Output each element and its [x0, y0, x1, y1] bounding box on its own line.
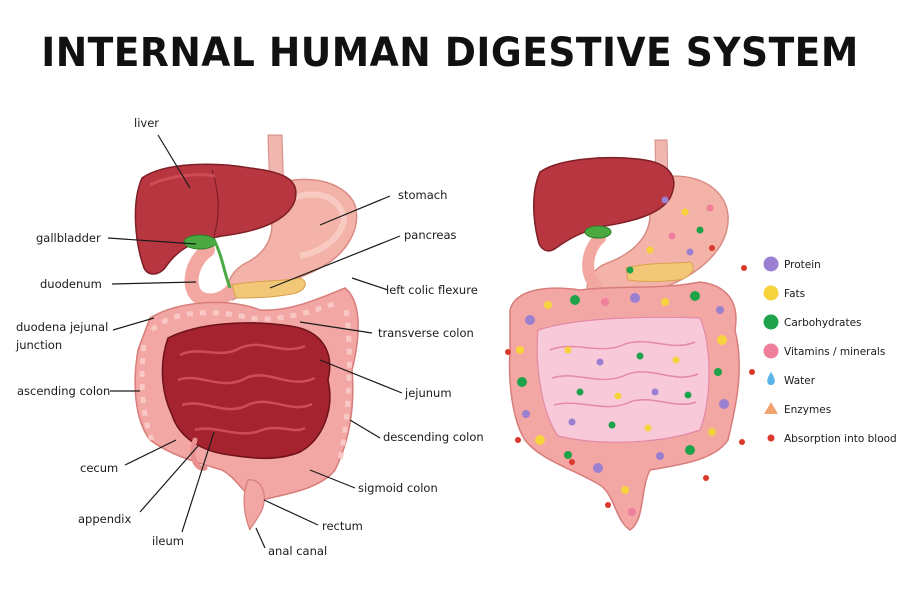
label-liver: liver [134, 116, 159, 130]
legend-absorption-icon [767, 434, 775, 442]
pancreas-right [625, 261, 694, 282]
label-left-colic-flexure: left colic flexure [386, 283, 478, 297]
pancreas [231, 277, 306, 299]
liver-right [532, 157, 675, 252]
label-rectum: rectum [322, 519, 363, 533]
right-leader-lines [255, 195, 403, 549]
right-nutrient-illustration [505, 139, 755, 531]
legend-fats-label: Fats [784, 288, 805, 300]
label-ileum: ileum [152, 534, 184, 548]
right-labels: stomach pancreas left colic flexure tran… [268, 188, 484, 558]
legend-enzymes-icon [764, 402, 778, 414]
label-stomach: stomach [398, 188, 447, 202]
label-duodena-jejunal-2: junction [15, 338, 62, 352]
label-transverse-colon: transverse colon [378, 326, 474, 340]
legend-vitamins-label: Vitamins / minerals [784, 346, 885, 358]
page-title: INTERNAL HUMAN DIGESTIVE SYSTEM [41, 30, 859, 76]
legend-protein-icon [763, 256, 779, 272]
left-leader-lines [107, 134, 215, 533]
duodenum-right [582, 232, 606, 291]
label-jejunum: jejunum [404, 386, 452, 400]
legend-carbohydrates-label: Carbohydrates [784, 317, 862, 329]
nutrient-particles [516, 291, 729, 516]
legend-protein-label: Protein [784, 259, 821, 271]
legend-water-icon [767, 372, 775, 385]
label-pancreas: pancreas [404, 228, 457, 242]
label-cecum: cecum [80, 461, 118, 475]
label-descending-colon: descending colon [383, 430, 484, 444]
gallbladder [183, 234, 217, 250]
label-duodenum: duodenum [40, 277, 102, 291]
label-sigmoid-colon: sigmoid colon [358, 481, 438, 495]
label-anal-canal: anal canal [268, 544, 327, 558]
label-gallbladder: gallbladder [36, 231, 101, 245]
legend-fats-icon [763, 285, 779, 301]
legend-vitamins-icon [763, 343, 779, 359]
rectum [243, 479, 265, 531]
legend-enzymes-label: Enzymes [784, 404, 831, 416]
stomach-particles [626, 196, 714, 274]
legend-absorption-label: Absorption into blood [784, 433, 897, 445]
left-anatomy-illustration [134, 134, 359, 531]
small-intestine [161, 322, 331, 460]
legend-water-label: Water [784, 375, 816, 387]
label-ascending-colon: ascending colon [17, 384, 110, 398]
legend-carbohydrates-icon [763, 314, 779, 330]
label-appendix: appendix [78, 512, 132, 526]
duodenum [184, 243, 239, 308]
label-duodena-jejunal-1: duodena jejunal [16, 320, 108, 334]
left-labels: liver gallbladder duodenum duodena jejun… [15, 116, 184, 548]
absorption-dots [505, 245, 755, 508]
liver [134, 163, 297, 275]
gallbladder-right [584, 225, 612, 239]
